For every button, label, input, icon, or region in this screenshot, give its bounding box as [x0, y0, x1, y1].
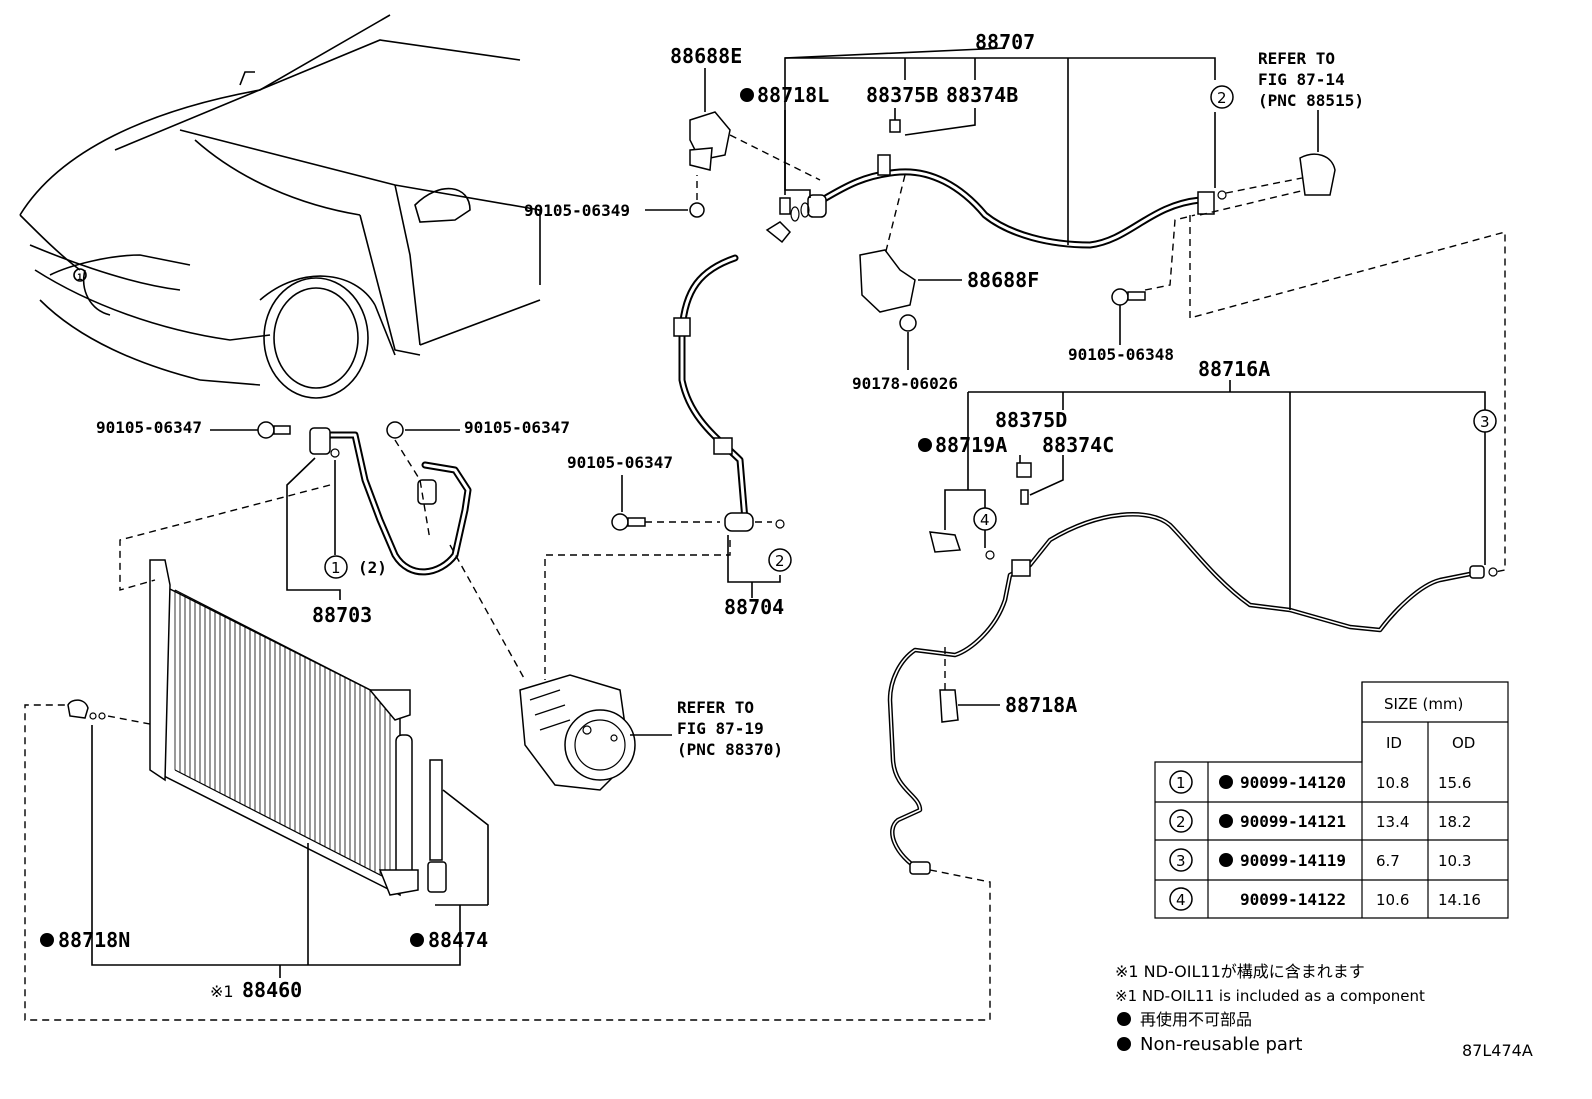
compressor — [519, 674, 636, 791]
nonreusable-dot-icon — [1117, 1037, 1131, 1051]
nonreusable-markers — [40, 88, 932, 947]
nonreusable-dot-icon — [410, 933, 424, 947]
figure-code: 87L474A — [1462, 1041, 1533, 1060]
refer-text-1b: FIG 87-14 — [1258, 70, 1345, 89]
table-row-number-circle — [1169, 770, 1193, 794]
small-parts — [257, 111, 1146, 723]
refer-text-1a: REFER TO — [1258, 49, 1335, 68]
table-row-od: 14.16 — [1438, 891, 1481, 909]
circle-1-hose: 1 — [331, 559, 341, 577]
table-row-part-number: 90099-14121 — [1240, 812, 1346, 831]
table-row-od: 15.6 — [1438, 774, 1471, 792]
circle-3: 3 — [1480, 413, 1490, 431]
nonreusable-dot-icon — [740, 88, 754, 102]
nonreusable-dot-icon — [1219, 853, 1233, 867]
table-row-number-circle — [1169, 848, 1193, 872]
label-88718N: 88718N — [58, 928, 130, 952]
label-paren-2: (2) — [358, 558, 387, 577]
pipe-88707 — [807, 153, 1336, 249]
part-labels: 88707 88688E 88718L 88375B 88374B REFER … — [58, 30, 1364, 1002]
label-88719A: 88719A — [935, 433, 1007, 457]
circled-numbers: 2 1 2 4 3 — [324, 85, 1497, 579]
label-88688E: 88688E — [670, 44, 742, 68]
condenser-assembly — [67, 559, 447, 897]
table-row-number: 2 — [1176, 813, 1186, 831]
label-90105-06347-left: 90105-06347 — [96, 418, 202, 437]
refer-text-2a: REFER TO — [677, 698, 754, 717]
table-row-number: 4 — [1176, 891, 1186, 909]
label-88707: 88707 — [975, 30, 1035, 54]
table-header-od: OD — [1452, 734, 1475, 752]
label-88704: 88704 — [724, 595, 784, 619]
nonreusable-dot-icon — [1219, 814, 1233, 828]
note-nonreusable-jp: 再使用不可部品 — [1140, 1010, 1252, 1029]
table-row-id: 10.8 — [1376, 774, 1409, 792]
table-header-size: SIZE (mm) — [1384, 695, 1463, 713]
svg-text:1: 1 — [77, 273, 82, 283]
nonreusable-dot-icon — [40, 933, 54, 947]
table-row-od: 10.3 — [1438, 852, 1471, 870]
ref-mark: ※1 — [210, 982, 234, 1001]
table-row-id: 13.4 — [1376, 813, 1409, 831]
label-90105-06347-right: 90105-06347 — [464, 418, 570, 437]
table-header-id: ID — [1386, 734, 1402, 752]
label-88716A: 88716A — [1198, 357, 1270, 381]
hose-88704 — [673, 254, 754, 532]
tube-88716A — [887, 512, 1498, 875]
label-88375D: 88375D — [995, 408, 1067, 432]
circle-2-top: 2 — [1217, 89, 1227, 107]
table-row-number-circle — [1169, 887, 1193, 911]
label-90105-06349: 90105-06349 — [524, 201, 630, 220]
label-90105-06348: 90105-06348 — [1068, 345, 1174, 364]
table-row-number: 1 — [1176, 774, 1186, 792]
nonreusable-dot-icon — [1117, 1012, 1131, 1026]
label-88688F: 88688F — [967, 268, 1039, 292]
hose-88703 — [309, 427, 472, 576]
table-row-number: 3 — [1176, 852, 1186, 870]
note-nonreusable-en: Non-reusable part — [1140, 1034, 1302, 1055]
refer-text-2b: FIG 87-19 — [677, 719, 764, 738]
label-88374C: 88374C — [1042, 433, 1114, 457]
note-oil-jp: ※1 ND-OIL11が構成に含まれます — [1115, 962, 1365, 981]
label-90105-06347-mid: 90105-06347 — [567, 453, 673, 472]
nonreusable-dot-icon — [918, 438, 932, 452]
label-88703: 88703 — [312, 603, 372, 627]
label-88718A: 88718A — [1005, 693, 1077, 717]
note-oil-en: ※1 ND-OIL11 is included as a component — [1115, 987, 1425, 1005]
label-88718L: 88718L — [757, 83, 829, 107]
label-88375B: 88375B — [866, 83, 938, 107]
circle-4: 4 — [980, 511, 990, 529]
table-row-part-number: 90099-14122 — [1240, 890, 1346, 909]
table-row-number-circle — [1169, 809, 1193, 833]
refer-text-2c: (PNC 88370) — [677, 740, 783, 759]
table-row-id: 10.6 — [1376, 891, 1409, 909]
refer-text-1c: (PNC 88515) — [1258, 91, 1364, 110]
label-88460: 88460 — [242, 978, 302, 1002]
table-row-id: 6.7 — [1376, 852, 1400, 870]
legend-notes: ※1 ND-OIL11が構成に含まれます ※1 ND-OIL11 is incl… — [1115, 962, 1533, 1060]
circle-2-hose: 2 — [775, 552, 785, 570]
car-illustration: 1 — [19, 14, 541, 399]
table-row-part-number: 90099-14120 — [1240, 773, 1346, 792]
label-88374B: 88374B — [946, 83, 1018, 107]
size-table: SIZE (mm) ID OD 1 90099-14120 10.8 15.6 2 900… — [1154, 681, 1509, 919]
label-88474: 88474 — [428, 928, 488, 952]
table-row-part-number: 90099-14119 — [1240, 851, 1346, 870]
nonreusable-dot-icon — [1219, 775, 1233, 789]
leader-lines — [24, 47, 1506, 1021]
label-90178-06026: 90178-06026 — [852, 374, 958, 393]
table-row-od: 18.2 — [1438, 813, 1471, 831]
